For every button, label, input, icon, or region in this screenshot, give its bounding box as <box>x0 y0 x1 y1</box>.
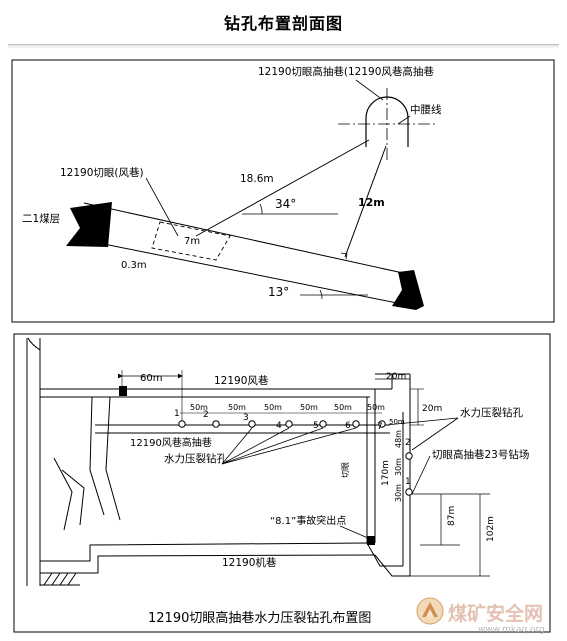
dim-30b: 30m <box>394 484 403 502</box>
coal-seam-hatch-left <box>66 202 112 247</box>
accident-label: “8.1”事故突出点 <box>270 514 346 527</box>
hole-number: 4 <box>276 421 282 431</box>
drill-hole-6 <box>352 420 360 428</box>
hole-number: 1 <box>405 477 411 487</box>
drainage-label: 12190风巷高抽巷 <box>130 436 212 449</box>
base-hatch <box>40 572 80 586</box>
width-7m-label: 7m <box>184 236 200 247</box>
drill-hole-7 <box>378 420 386 428</box>
airway-label: 12190风巷 <box>214 375 269 387</box>
borehole-18-6m <box>195 139 370 237</box>
depth-dims <box>410 493 490 577</box>
dim-102: 102m <box>486 516 496 542</box>
gap-03-label: 0.3m <box>121 260 147 271</box>
drill-hole-4 <box>285 420 293 428</box>
angle-arc-34 <box>259 203 263 215</box>
spacing-label: 50m <box>264 403 282 412</box>
drill-hole-1 <box>178 420 186 428</box>
drill-holes <box>178 420 413 496</box>
plan-view: 60m 12190风巷 20m 20m 50m 50m 50m 50m 50m … <box>13 333 551 633</box>
haulage-label: 12190机巷 <box>222 556 277 569</box>
leader-roadway <box>355 79 384 101</box>
drill-hole-v1 <box>405 488 413 496</box>
plan-frame <box>13 333 551 633</box>
spacing-label: 50m <box>228 403 246 412</box>
dim-30a: 30m <box>394 458 403 476</box>
plan-caption: 12190切眼高抽巷水力压裂钻孔布置图 <box>148 610 371 626</box>
angle-34-label: 34° <box>275 197 296 211</box>
frac-leaders <box>221 427 357 465</box>
cut-label: 12190切眼(风巷) <box>60 167 144 179</box>
leader-center-line <box>397 115 411 125</box>
angle-arc-13 <box>319 289 323 300</box>
watermark-url: www.mkaq.org <box>478 625 545 635</box>
coal-seam-label: 二1煤层 <box>22 212 60 225</box>
dim-48: 48m <box>394 430 403 448</box>
right-angle-mark <box>340 252 348 260</box>
mine-roadways <box>26 337 411 586</box>
cut-outline <box>151 221 231 261</box>
spacing-label: 50m <box>367 403 385 412</box>
shaft-block <box>119 386 127 396</box>
leader-cut <box>145 177 179 237</box>
hole-number: 7 <box>377 422 383 432</box>
spacing-label: 50m <box>300 403 318 412</box>
hole-number: 6 <box>345 421 351 431</box>
drill-site-label: 切眼高抽巷23号钻场 <box>432 448 529 461</box>
center-line-label: 中腰线 <box>410 103 442 116</box>
dim-20m-right: 20m <box>422 404 442 414</box>
drill-hole-3 <box>248 420 256 428</box>
spacing-label: 50m <box>190 403 208 412</box>
coal-seam-hatch-right <box>392 270 424 310</box>
hole-number: 2 <box>405 438 411 448</box>
distance-line-12m <box>344 145 387 258</box>
roadway-label: 12190切眼高抽巷(12190风巷高抽巷 <box>258 65 434 78</box>
hole-number: 1 <box>174 409 180 419</box>
cut-label-plan: 切眼 <box>341 462 350 478</box>
watermark-text: 煤矿安全网 <box>448 602 543 625</box>
hole-number: 5 <box>313 421 319 431</box>
section-view: 12190切眼高抽巷(12190风巷高抽巷 中腰线 12190切眼(风巷) 二1… <box>11 59 555 323</box>
coal-seam <box>83 202 413 307</box>
dist-long-label: 18.6m <box>240 173 274 185</box>
page-title: 钻孔布置剖面图 <box>223 14 343 33</box>
angle-13-label: 13° <box>268 285 289 299</box>
dim-87: 87m <box>447 506 457 526</box>
frac-label-left: 水力压裂钻孔 <box>164 452 227 465</box>
watermark: 煤矿安全网 www.mkaq.org <box>416 597 545 635</box>
watermark-logo-icon <box>416 597 444 625</box>
dim-170: 170m <box>381 460 391 486</box>
hole-number: 2 <box>203 410 209 420</box>
spacing-label: 50m <box>334 403 352 412</box>
hole-number: 3 <box>243 413 249 423</box>
drill-hole-5 <box>319 420 327 428</box>
title-divider-shadow <box>8 45 559 49</box>
frac-label-right: 水力压裂钻孔 <box>460 406 523 419</box>
accident-point-marker <box>367 536 375 545</box>
dist-vertical-label: 12m <box>358 196 385 209</box>
dim-20m-top: 20m <box>386 372 406 382</box>
drill-hole-2 <box>212 420 220 428</box>
section-frame <box>11 59 555 323</box>
title-divider <box>8 44 559 45</box>
drill-hole-v2 <box>405 452 413 460</box>
spacing-label: 50m <box>389 418 405 426</box>
dim-60m-label: 60m <box>140 373 162 384</box>
